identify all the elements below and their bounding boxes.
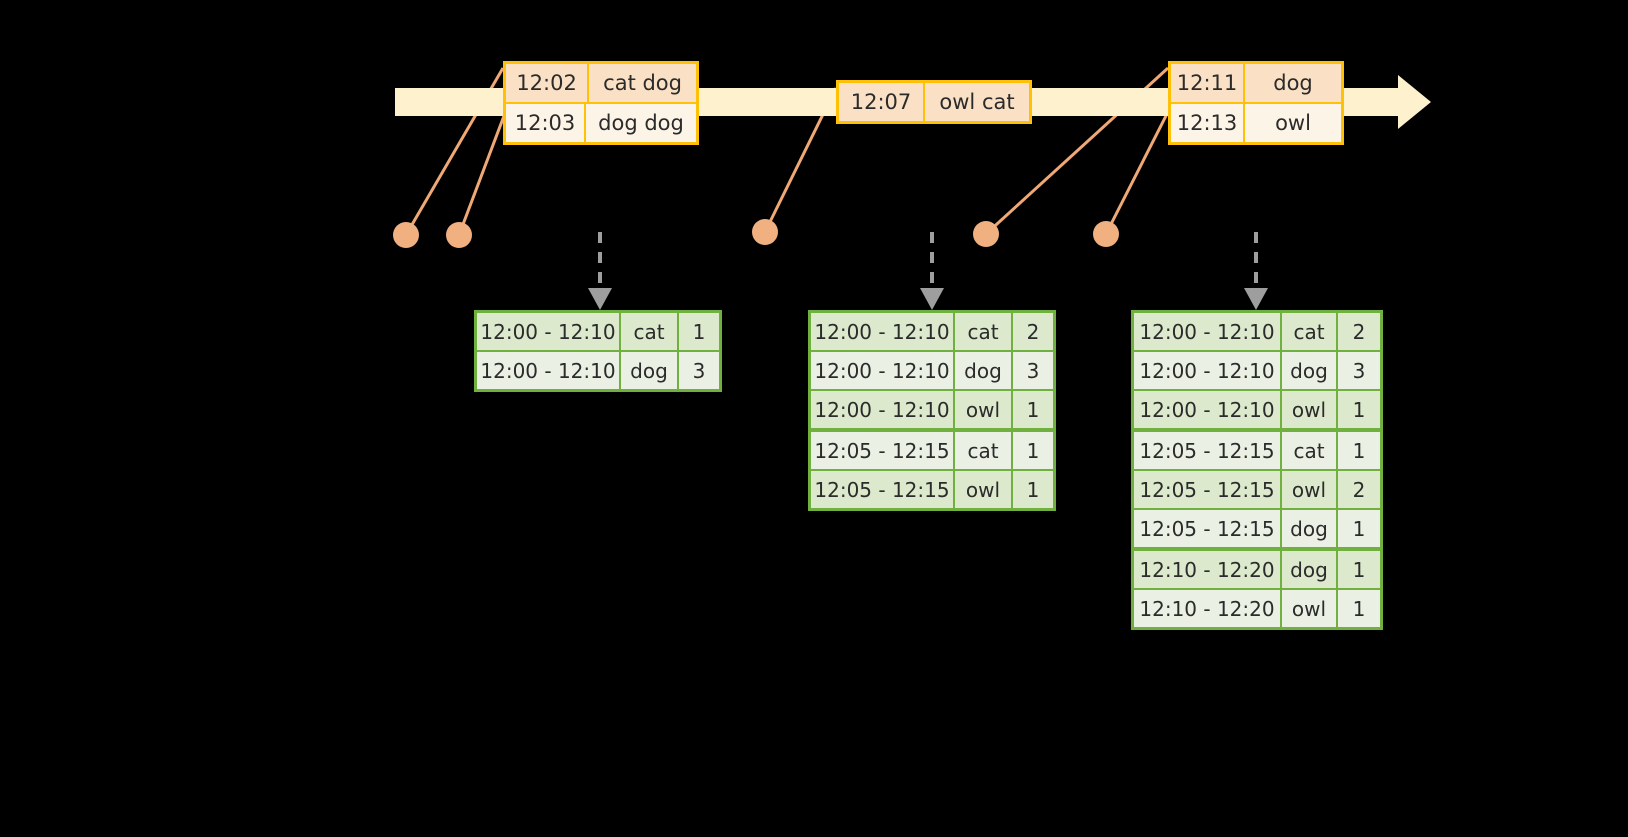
count-cell: 1 <box>679 313 719 350</box>
count-cell: 3 <box>1338 352 1380 389</box>
window-cell: 12:05 - 12:15 <box>811 432 955 469</box>
event-text: cat dog <box>589 64 696 102</box>
key-cell: dog <box>955 352 1013 389</box>
window-cell: 12:10 - 12:20 <box>1134 590 1282 627</box>
key-cell: dog <box>1282 551 1338 588</box>
dashed-arrow-head-1 <box>588 288 612 310</box>
count-cell: 1 <box>1338 391 1380 428</box>
key-cell: owl <box>1282 590 1338 627</box>
event-row: 12:13 owl <box>1171 102 1341 142</box>
key-cell: owl <box>1282 471 1338 508</box>
event-dot-2 <box>446 222 472 248</box>
event-time: 12:03 <box>506 104 586 142</box>
event-text: dog dog <box>586 104 696 142</box>
key-cell: owl <box>955 391 1013 428</box>
window-cell: 12:00 - 12:10 <box>811 313 955 350</box>
count-cell: 1 <box>1338 510 1380 547</box>
window-cell: 12:05 - 12:15 <box>811 471 955 508</box>
timeline-arrow-icon <box>1398 75 1431 129</box>
key-cell: cat <box>621 313 679 350</box>
key-cell: dog <box>621 352 679 389</box>
key-cell: owl <box>955 471 1013 508</box>
event-time: 12:13 <box>1171 104 1245 142</box>
event-row: 12:07 owl cat <box>839 83 1029 121</box>
event-dot-1 <box>393 222 419 248</box>
key-cell: dog <box>1282 352 1338 389</box>
event-dot-4 <box>973 221 999 247</box>
window-cell: 12:05 - 12:15 <box>1134 471 1282 508</box>
count-cell: 3 <box>1013 352 1053 389</box>
event-box-3[interactable]: 12:11 dog 12:13 owl <box>1168 61 1344 145</box>
window-cell: 12:00 - 12:10 <box>1134 391 1282 428</box>
window-cell: 12:00 - 12:10 <box>811 391 955 428</box>
event-time: 12:11 <box>1171 64 1245 102</box>
event-text: owl cat <box>925 83 1029 121</box>
event-row: 12:02 cat dog <box>506 64 696 102</box>
count-cell: 1 <box>1338 551 1380 588</box>
count-cell: 1 <box>1013 471 1053 508</box>
key-cell: cat <box>1282 432 1338 469</box>
count-cell: 1 <box>1013 432 1053 469</box>
event-row: 12:03 dog dog <box>506 102 696 142</box>
connector-line-5 <box>1104 103 1174 235</box>
count-cell: 1 <box>1338 590 1380 627</box>
dashed-arrows <box>598 232 1258 290</box>
event-time: 12:02 <box>506 64 590 102</box>
event-box-1[interactable]: 12:02 cat dog 12:03 dog dog <box>503 61 699 145</box>
key-cell: dog <box>1282 510 1338 547</box>
event-time: 12:07 <box>839 83 925 121</box>
window-cell: 12:05 - 12:15 <box>1134 432 1282 469</box>
window-cell: 12:00 - 12:10 <box>1134 313 1282 350</box>
dashed-arrow-head-2 <box>920 288 944 310</box>
count-cell: 2 <box>1338 313 1380 350</box>
count-cell: 2 <box>1338 471 1380 508</box>
event-dot-5 <box>1093 221 1119 247</box>
window-cell: 12:00 - 12:10 <box>811 352 955 389</box>
window-cell: 12:10 - 12:20 <box>1134 551 1282 588</box>
window-cell: 12:00 - 12:10 <box>477 313 621 350</box>
count-cell: 3 <box>679 352 719 389</box>
key-cell: cat <box>955 313 1013 350</box>
key-cell: cat <box>955 432 1013 469</box>
event-dots <box>393 219 1119 248</box>
window-cell: 12:00 - 12:10 <box>1134 352 1282 389</box>
event-text: owl <box>1245 104 1341 142</box>
key-cell: cat <box>1282 313 1338 350</box>
event-text: dog <box>1245 64 1341 102</box>
event-box-2[interactable]: 12:07 owl cat <box>836 80 1032 124</box>
dashed-arrow-heads <box>588 288 1268 310</box>
count-cell: 1 <box>1013 391 1053 428</box>
dashed-arrow-head-3 <box>1244 288 1268 310</box>
window-cell: 12:00 - 12:10 <box>477 352 621 389</box>
event-dot-3 <box>752 219 778 245</box>
count-cell: 2 <box>1013 313 1053 350</box>
count-cell: 1 <box>1338 432 1380 469</box>
window-cell: 12:05 - 12:15 <box>1134 510 1282 547</box>
event-row: 12:11 dog <box>1171 64 1341 102</box>
key-cell: owl <box>1282 391 1338 428</box>
